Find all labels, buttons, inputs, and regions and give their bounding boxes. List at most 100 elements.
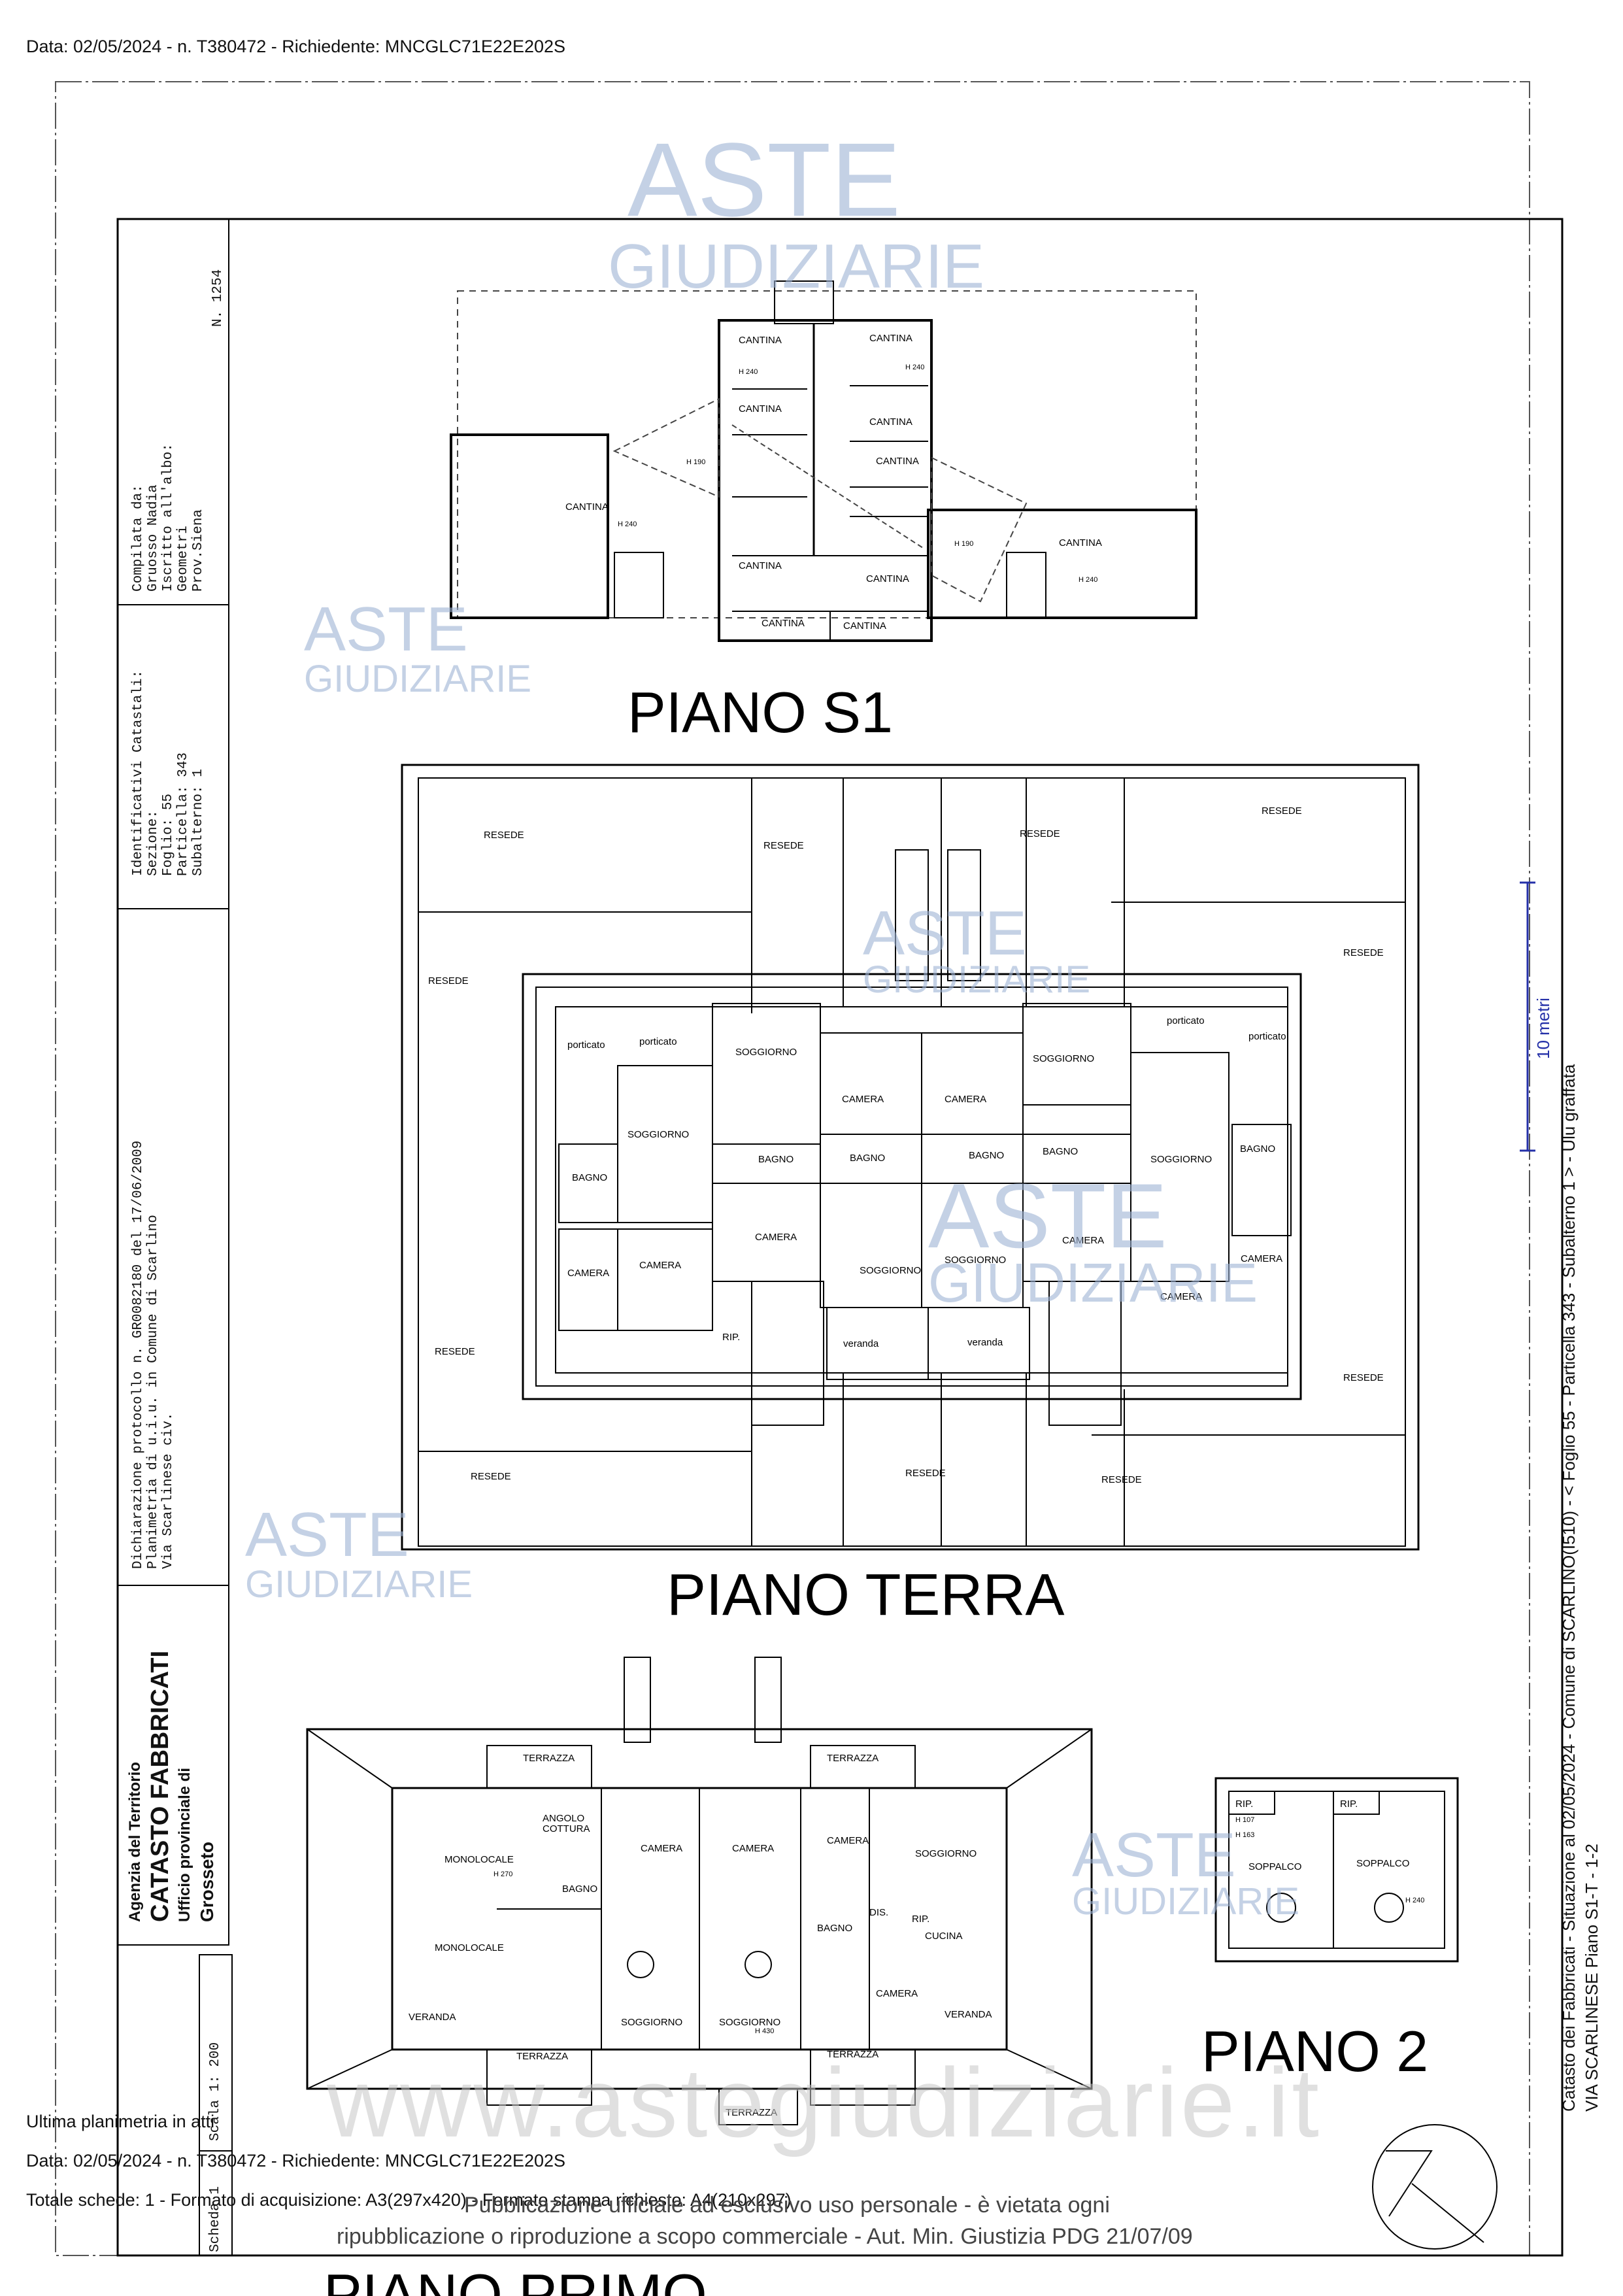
- svg-text:RIP.: RIP.: [1340, 1798, 1358, 1810]
- svg-text:SOGGIORNO: SOGGIORNO: [945, 1255, 1006, 1266]
- svg-text:H 240: H 240: [1079, 576, 1097, 584]
- svg-text:RESEDE: RESEDE: [1343, 1372, 1384, 1383]
- scale-bar-label: 10 metri: [1533, 998, 1553, 1059]
- plan-piano-terra-labels: RESEDE RESEDE RESEDE RESEDE RESEDE RESED…: [428, 805, 1384, 1485]
- svg-text:RESEDE: RESEDE: [435, 1346, 475, 1357]
- svg-text:CAMERA: CAMERA: [641, 1843, 682, 1854]
- sidebar-compilata: Compilata da: Gruosso Nadia Iscritto all…: [131, 443, 206, 592]
- svg-text:H 240: H 240: [739, 368, 758, 376]
- svg-text:H 107: H 107: [1235, 1816, 1254, 1824]
- svg-text:BAGNO: BAGNO: [1240, 1143, 1275, 1155]
- svg-text:porticato: porticato: [1248, 1031, 1286, 1042]
- svg-text:porticato: porticato: [639, 1036, 677, 1047]
- svg-text:VERANDA: VERANDA: [945, 2009, 992, 2020]
- svg-text:SOGGIORNO: SOGGIORNO: [915, 1848, 977, 1859]
- svg-text:DIS.: DIS.: [869, 1907, 888, 1918]
- svg-text:SOPPALCO: SOPPALCO: [1248, 1861, 1301, 1872]
- floor-title-s1: PIANO S1: [627, 680, 893, 745]
- floor-title-secondo: PIANO 2: [1201, 2019, 1428, 2084]
- plan-piano-primo: [306, 1657, 1093, 2125]
- svg-text:RESEDE: RESEDE: [905, 1468, 946, 1479]
- svg-text:CAMERA: CAMERA: [1241, 1253, 1282, 1264]
- svg-text:CANTINA: CANTINA: [761, 618, 805, 629]
- plan-piano-secondo-labels: RIP. RIP. SOPPALCO SOPPALCO H 107 H 163 …: [1235, 1798, 1424, 1904]
- svg-text:SOGGIORNO: SOGGIORNO: [1033, 1053, 1094, 1064]
- svg-text:CAMERA: CAMERA: [945, 1094, 986, 1105]
- svg-text:RESEDE: RESEDE: [1020, 828, 1060, 839]
- svg-text:TERRAZZA: TERRAZZA: [827, 2049, 878, 2060]
- plan-piano-s1-labels: CANTINA CANTINA CANTINA CANTINA CANTINA …: [565, 333, 1102, 632]
- svg-text:CUCINA: CUCINA: [925, 1931, 963, 1942]
- svg-text:RESEDE: RESEDE: [1101, 1474, 1142, 1485]
- svg-text:TERRAZZA: TERRAZZA: [523, 1753, 575, 1764]
- footer-last-plan: Ultima planimetria in atti: [26, 2112, 215, 2131]
- svg-text:RIP.: RIP.: [1235, 1798, 1253, 1810]
- svg-text:H 240: H 240: [905, 363, 924, 371]
- footer-data-line: Data: 02/05/2024 - n. T380472 - Richiede…: [26, 2151, 566, 2170]
- svg-text:CANTINA: CANTINA: [1059, 537, 1102, 549]
- svg-text:MONOLOCALE: MONOLOCALE: [444, 1854, 514, 1865]
- footer-official-line2: ripubblicazione o riproduzione a scopo c…: [337, 2224, 1193, 2249]
- plan-piano-primo-labels: TERRAZZA TERRAZZA MONOLOCALE MONOLOCALE …: [409, 1753, 992, 2118]
- header-request-line: Data: 02/05/2024 - n. T380472 - Richiede…: [26, 37, 566, 56]
- svg-text:CANTINA: CANTINA: [739, 560, 782, 571]
- svg-text:CAMERA: CAMERA: [639, 1260, 681, 1271]
- svg-text:CAMERA: CAMERA: [842, 1094, 884, 1105]
- plan-piano-secondo: [1214, 1777, 1459, 1963]
- sidebar-identificativi: Identificativi Catastali: Sezione: Fogli…: [131, 669, 206, 876]
- svg-text:H 190: H 190: [686, 458, 705, 466]
- svg-text:BAGNO: BAGNO: [850, 1153, 885, 1164]
- svg-text:MONOLOCALE: MONOLOCALE: [435, 1942, 504, 1953]
- svg-text:TERRAZZA: TERRAZZA: [827, 1753, 878, 1764]
- svg-text:TERRAZZA: TERRAZZA: [726, 2107, 777, 2118]
- svg-text:CANTINA: CANTINA: [869, 416, 912, 428]
- svg-text:CANTINA: CANTINA: [739, 403, 782, 414]
- floor-title-primo: PIANO PRIMO: [324, 2262, 707, 2296]
- svg-text:SOGGIORNO: SOGGIORNO: [627, 1129, 689, 1140]
- svg-text:veranda: veranda: [967, 1337, 1003, 1348]
- svg-text:RESEDE: RESEDE: [471, 1471, 511, 1482]
- svg-text:porticato: porticato: [567, 1039, 605, 1051]
- sidebar-dichiarazione: Dichiarazione protocollo n. GR0082180 de…: [131, 1140, 176, 1569]
- svg-text:RESEDE: RESEDE: [484, 830, 524, 841]
- svg-text:COTTURA: COTTURA: [543, 1823, 590, 1834]
- right-margin-catasto-line: Catasto dei Fabbricati - Situazione al 0…: [1559, 1064, 1579, 2112]
- svg-text:H 190: H 190: [954, 540, 973, 548]
- svg-text:SOGGIORNO: SOGGIORNO: [621, 2017, 682, 2028]
- footer-totals-line: Totale schede: 1 - Formato di acquisizio…: [26, 2190, 792, 2210]
- north-arrow-icon: [1372, 2124, 1498, 2250]
- svg-text:RESEDE: RESEDE: [1262, 805, 1302, 817]
- svg-text:TERRAZZA: TERRAZZA: [516, 2051, 568, 2062]
- svg-text:H 240: H 240: [618, 520, 637, 528]
- svg-text:BAGNO: BAGNO: [758, 1154, 794, 1165]
- svg-text:SOPPALCO: SOPPALCO: [1356, 1858, 1409, 1869]
- svg-text:H 163: H 163: [1235, 1831, 1254, 1839]
- svg-text:RIP.: RIP.: [912, 1914, 929, 1925]
- svg-text:ANGOLO: ANGOLO: [543, 1813, 584, 1824]
- right-margin-address-line: VIA SCARLINESE Piano S1-T - 1-2: [1582, 1844, 1601, 2112]
- svg-text:CANTINA: CANTINA: [565, 501, 609, 513]
- svg-text:CAMERA: CAMERA: [1062, 1235, 1104, 1246]
- svg-text:BAGNO: BAGNO: [969, 1150, 1004, 1161]
- svg-text:CAMERA: CAMERA: [827, 1835, 869, 1846]
- svg-text:CAMERA: CAMERA: [1160, 1291, 1202, 1302]
- svg-text:SOGGIORNO: SOGGIORNO: [719, 2017, 780, 2028]
- svg-text:H 240: H 240: [1405, 1897, 1424, 1904]
- svg-text:CAMERA: CAMERA: [876, 1988, 918, 1999]
- plan-piano-terra: [401, 764, 1420, 1551]
- svg-text:VERANDA: VERANDA: [409, 2012, 456, 2023]
- svg-text:RESEDE: RESEDE: [763, 840, 804, 851]
- svg-text:CAMERA: CAMERA: [755, 1232, 797, 1243]
- svg-text:RIP.: RIP.: [722, 1332, 740, 1343]
- svg-text:CANTINA: CANTINA: [869, 333, 912, 344]
- svg-text:H 270: H 270: [494, 1870, 512, 1878]
- svg-text:RESEDE: RESEDE: [428, 975, 469, 987]
- floor-title-terra: PIANO TERRA: [667, 1562, 1064, 1628]
- sidebar-agency: Agenzia del Territorio CATASTO FABBRICAT…: [126, 1650, 217, 1922]
- svg-text:H 430: H 430: [755, 2027, 774, 2035]
- svg-text:CANTINA: CANTINA: [876, 456, 919, 467]
- svg-text:SOGGIORNO: SOGGIORNO: [1150, 1154, 1212, 1165]
- svg-text:RESEDE: RESEDE: [1343, 947, 1384, 958]
- svg-text:SOGGIORNO: SOGGIORNO: [735, 1047, 797, 1058]
